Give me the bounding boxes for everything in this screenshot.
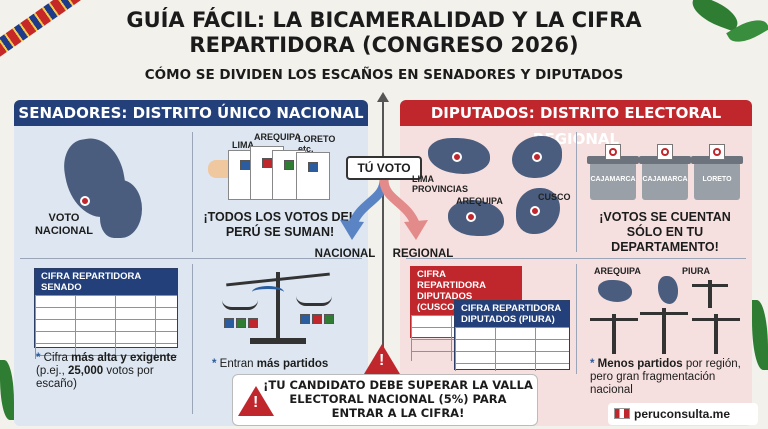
national-label: NACIONAL — [314, 248, 376, 260]
leaf-icon — [752, 300, 768, 370]
page-subtitle: CÓMO SE DIVIDEN LOS ESCAÑOS EN SENADORES… — [144, 67, 624, 83]
ballot-mark — [284, 160, 294, 170]
region-label: LIMA — [232, 140, 254, 150]
site-badge[interactable]: peruconsulta.me — [608, 403, 758, 425]
ballot-mark — [262, 158, 272, 168]
region-map — [658, 276, 678, 304]
hand-icon — [208, 160, 232, 178]
scale-label: PIURA — [682, 266, 711, 276]
bullet-star-icon: * — [36, 352, 44, 364]
map-caption: VOTO NACIONAL — [34, 212, 94, 237]
peru-map — [100, 180, 142, 238]
senate-bullet: * Cifra más alta y exigente (p.ej., 25,0… — [36, 352, 177, 390]
party-box — [248, 318, 258, 328]
bullet-star-icon: * — [590, 358, 598, 370]
divider — [192, 264, 193, 414]
ballot-box-icon: CAJAMARCA — [587, 144, 639, 200]
scale-beam — [640, 312, 688, 315]
regional-label: REGIONAL — [392, 248, 454, 260]
ballot-stack — [296, 152, 330, 200]
page-title: GUÍA FÁCIL: LA BICAMERALIDAD Y LA CIFRA … — [126, 8, 642, 57]
divider — [576, 264, 577, 374]
divider — [20, 258, 362, 259]
your-vote-label: TÚ VOTO — [346, 156, 422, 180]
scale-beam — [590, 318, 638, 321]
region-map — [448, 200, 504, 236]
location-pin-icon — [80, 196, 90, 206]
warning-icon: ! — [364, 344, 400, 374]
ballot-box-label: CAJAMARCA — [642, 176, 688, 183]
scale-icon — [708, 280, 712, 308]
ballot-box-label: LORETO — [702, 176, 732, 183]
scale-base — [250, 338, 306, 344]
ballot-box-label: CAJAMARCA — [590, 176, 636, 183]
bullet-star-icon: * — [212, 358, 220, 370]
deputies-table-piura: CIFRA REPARTIDORA DIPUTADOS (PIURA) — [454, 300, 570, 371]
split-arrow-icon — [340, 180, 428, 240]
scale-icon — [612, 314, 616, 354]
divider — [192, 132, 193, 252]
scale-beam — [692, 284, 728, 287]
location-pin-icon — [530, 206, 540, 216]
region-label: LORETO etc. — [298, 134, 336, 154]
table-grid — [35, 295, 177, 359]
region-label: AREQUIPA — [254, 132, 301, 142]
deputies-banner: DIPUTADOS: DISTRITO ELECTORAL REGIONAL — [400, 100, 752, 148]
map-label: CUSCO — [538, 192, 571, 202]
scale-label: AREQUIPA — [594, 266, 641, 276]
divider — [406, 258, 746, 259]
scale-pan — [222, 300, 258, 310]
scale-bullet: * Entran más partidos — [212, 358, 329, 370]
warning-box — [232, 374, 538, 426]
arrow-up-icon — [377, 92, 389, 102]
deputies-bullet: * Menos partidos por región, pero gran f… — [590, 358, 741, 396]
senate-table: CIFRA REPARTIDORA SENADO — [34, 268, 178, 359]
divider — [576, 132, 577, 252]
table-title: CIFRA REPARTIDORA DIPUTADOS (PIURA) — [455, 301, 569, 327]
warning-text: ¡TU CANDIDATO DEBE SUPERAR LA VALLA ELEC… — [263, 378, 533, 420]
ballot-mark — [308, 162, 318, 172]
center-divider — [382, 98, 384, 360]
senators-banner: SENADORES: DISTRITO ÚNICO NACIONAL — [14, 100, 368, 126]
map-label: AREQUIPA — [456, 196, 503, 206]
location-pin-icon — [452, 152, 462, 162]
scale-icon — [662, 308, 666, 354]
ballot-mark — [240, 160, 250, 170]
table-grid — [455, 327, 569, 371]
party-box — [236, 318, 246, 328]
arrow-icon — [252, 286, 284, 298]
location-pin-icon — [532, 152, 542, 162]
table-title: CIFRA REPARTIDORA SENADO — [35, 269, 177, 295]
party-box — [312, 314, 322, 324]
party-box — [224, 318, 234, 328]
ballot-box-icon: CAJAMARCA — [639, 144, 691, 200]
scale-icon — [714, 314, 718, 354]
scale-beam — [692, 318, 740, 321]
warning-icon: ! — [238, 386, 274, 416]
location-pin-icon — [466, 212, 476, 222]
scale-pan — [296, 296, 332, 306]
leaf-icon — [0, 360, 14, 420]
peru-flag-icon — [614, 408, 630, 419]
votes-caption: ¡TODOS LOS VOTOS DEL PERÚ SE SUMAN! — [203, 210, 357, 239]
map-label: LIMA PROVINCIAS — [412, 174, 469, 194]
ballot-caption: ¡VOTOS SE CUENTAN SÓLO EN TU DEPARTAMENT… — [599, 210, 731, 254]
region-map — [598, 280, 632, 302]
party-box — [300, 314, 310, 324]
party-box — [324, 314, 334, 324]
scale-icon — [276, 272, 280, 342]
ballot-box-icon: LORETO — [691, 144, 743, 200]
